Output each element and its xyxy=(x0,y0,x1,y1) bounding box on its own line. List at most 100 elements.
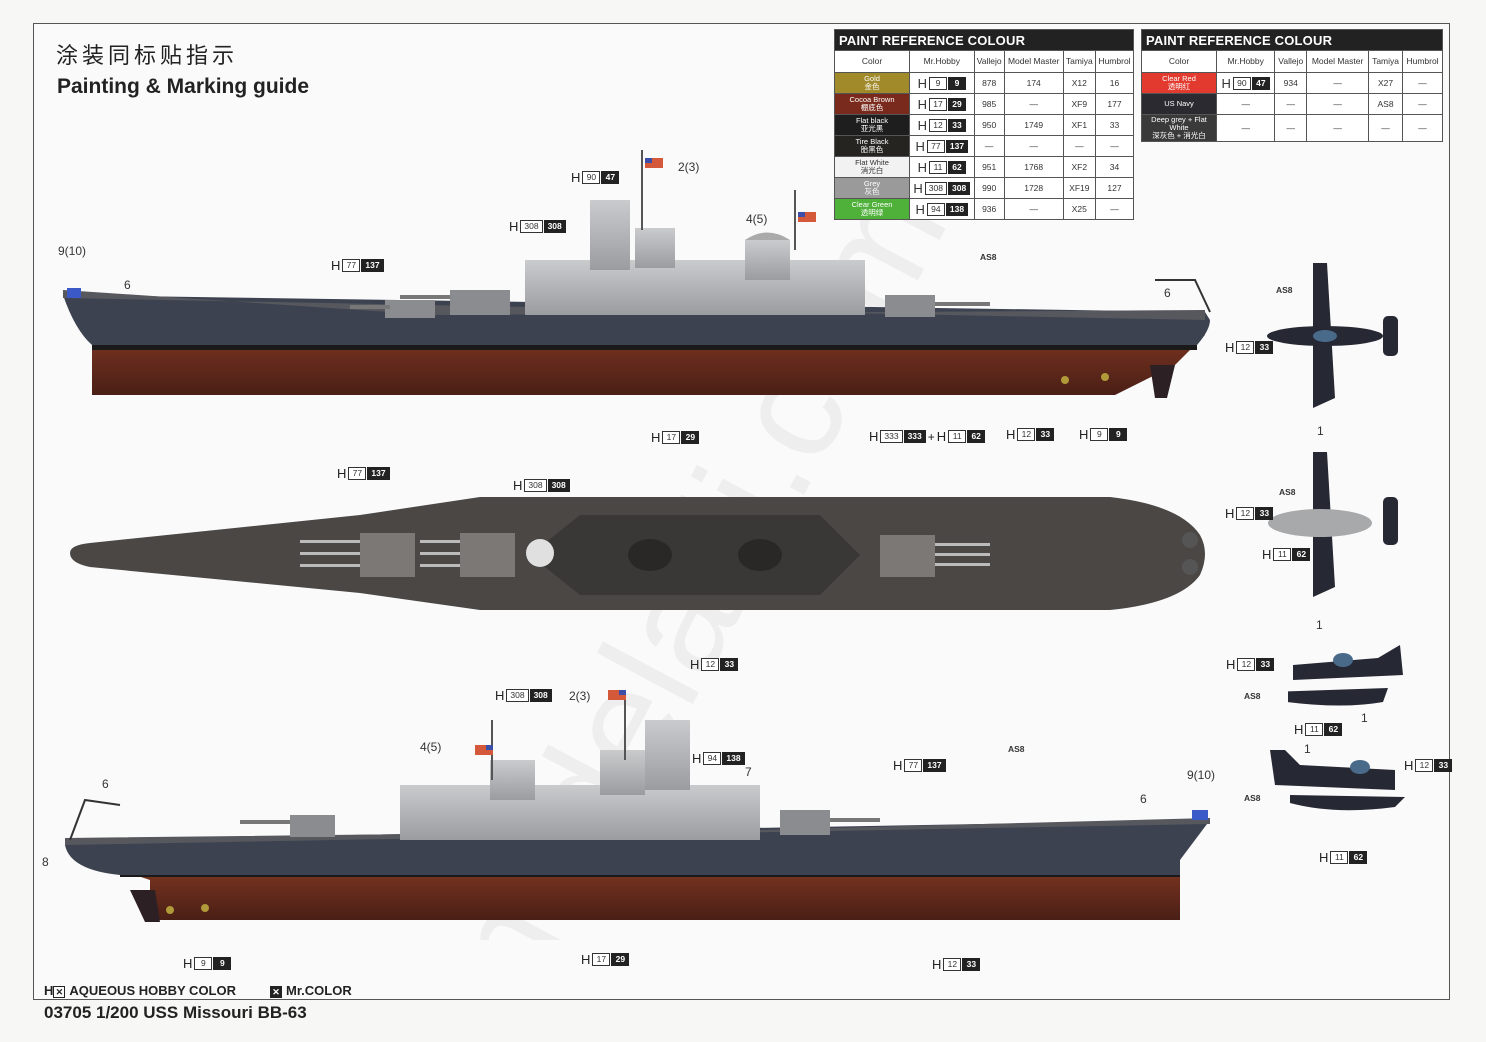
col-tamiya: Tamiya xyxy=(1062,50,1097,73)
aircraft-top-view-2 xyxy=(1268,452,1398,597)
aircraft-side-view-1 xyxy=(1288,645,1403,706)
cell-modelmaster: — xyxy=(1003,198,1064,220)
callout-jack-decal: 9(10) xyxy=(58,244,87,258)
paint-row: US Navy———AS8— xyxy=(1141,93,1443,115)
callout-b-decal-6-bow: 6 xyxy=(102,777,109,791)
cell-humbrol: — xyxy=(1402,72,1443,94)
col-mrhobby: Mr.Hobby xyxy=(1215,50,1276,73)
cell-tamiya: AS8 xyxy=(1368,93,1404,115)
callout-a1-decal-1: 1 xyxy=(1317,424,1324,438)
col-vallejo: Vallejo xyxy=(1274,50,1308,73)
col-color: Color xyxy=(834,50,910,73)
col-vallejo: Vallejo xyxy=(973,50,1005,73)
callout-b-jack-decal: 9(10) xyxy=(1187,768,1216,782)
callout-b-decal-6-stern: 6 xyxy=(1140,792,1147,806)
callout-a3-decal-1: 1 xyxy=(1361,711,1368,725)
callout-b-flag-2-3: 2(3) xyxy=(569,689,591,703)
page-title-en: Painting & Marking guide xyxy=(57,75,310,98)
cell-vallejo: 878 xyxy=(973,72,1005,94)
page-title-cn: 涂装同标贴指示 xyxy=(56,44,239,69)
paint-legend: H✕AQUEOUS HOBBY COLOR ✕Mr.COLOR xyxy=(44,983,352,998)
callout-b-flag-4-5: 4(5) xyxy=(420,740,442,754)
callout-a3-as8: AS8 xyxy=(1244,691,1261,701)
ship-plan-view xyxy=(70,497,1205,610)
table-title: PAINT REFERENCE COLOUR xyxy=(1141,29,1443,51)
cell-modelmaster: — xyxy=(1306,93,1370,115)
legend-mr-color: ✕Mr.COLOR xyxy=(270,983,352,998)
table-header-row: Color Mr.Hobby Vallejo Model Master Tami… xyxy=(1141,50,1443,73)
cell-tamiya: — xyxy=(1062,135,1097,157)
callout-flag-2-3: 2(3) xyxy=(678,160,700,174)
callout-b-as8: AS8 xyxy=(1008,744,1025,754)
cell-mrhobby: — xyxy=(1215,114,1276,142)
cell-vallejo: 936 xyxy=(973,198,1005,220)
cell-modelmaster: — xyxy=(1306,114,1370,142)
callout-decal-6-stern: 6 xyxy=(1164,286,1171,300)
paint-reference-table-secondary: PAINT REFERENCE COLOUR Color Mr.Hobby Va… xyxy=(1141,29,1443,142)
cell-tamiya: XF19 xyxy=(1062,177,1097,199)
callout-b-decal-8: 8 xyxy=(42,855,49,869)
ship-profile-port xyxy=(65,690,1210,922)
cell-tamiya: X12 xyxy=(1062,72,1097,94)
cell-vallejo: 990 xyxy=(973,177,1005,199)
col-tamiya: Tamiya xyxy=(1368,50,1404,73)
cell-humbrol: — xyxy=(1402,93,1443,115)
mr-color-box-icon: ✕ xyxy=(270,986,282,998)
product-code: 03705 1/200 USS Missouri BB-63 xyxy=(44,1003,307,1022)
cell-modelmaster: 174 xyxy=(1003,72,1064,94)
col-color: Color xyxy=(1141,50,1217,73)
cell-vallejo: 950 xyxy=(973,114,1005,136)
legend-aqueous: H✕AQUEOUS HOBBY COLOR xyxy=(44,983,236,998)
cell-tamiya: — xyxy=(1368,114,1404,142)
cell-humbrol: — xyxy=(1402,114,1443,142)
cell-vallejo: 951 xyxy=(973,156,1005,178)
ship-profile-starboard xyxy=(63,150,1211,398)
table-title: PAINT REFERENCE COLOUR xyxy=(834,29,1134,51)
callout-a4-as8: AS8 xyxy=(1244,793,1261,803)
cell-vallejo: — xyxy=(1274,114,1308,142)
cell-tamiya: XF9 xyxy=(1062,93,1097,115)
callout-as8: AS8 xyxy=(980,252,997,262)
aircraft-top-view-1 xyxy=(1267,263,1398,408)
col-mrhobby: Mr.Hobby xyxy=(909,50,975,73)
cell-vallejo: 934 xyxy=(1274,72,1308,94)
callout-a1-as8: AS8 xyxy=(1276,285,1293,295)
cell-mrhobby: — xyxy=(1215,93,1276,115)
col-modelmaster: Model Master xyxy=(1306,50,1370,73)
